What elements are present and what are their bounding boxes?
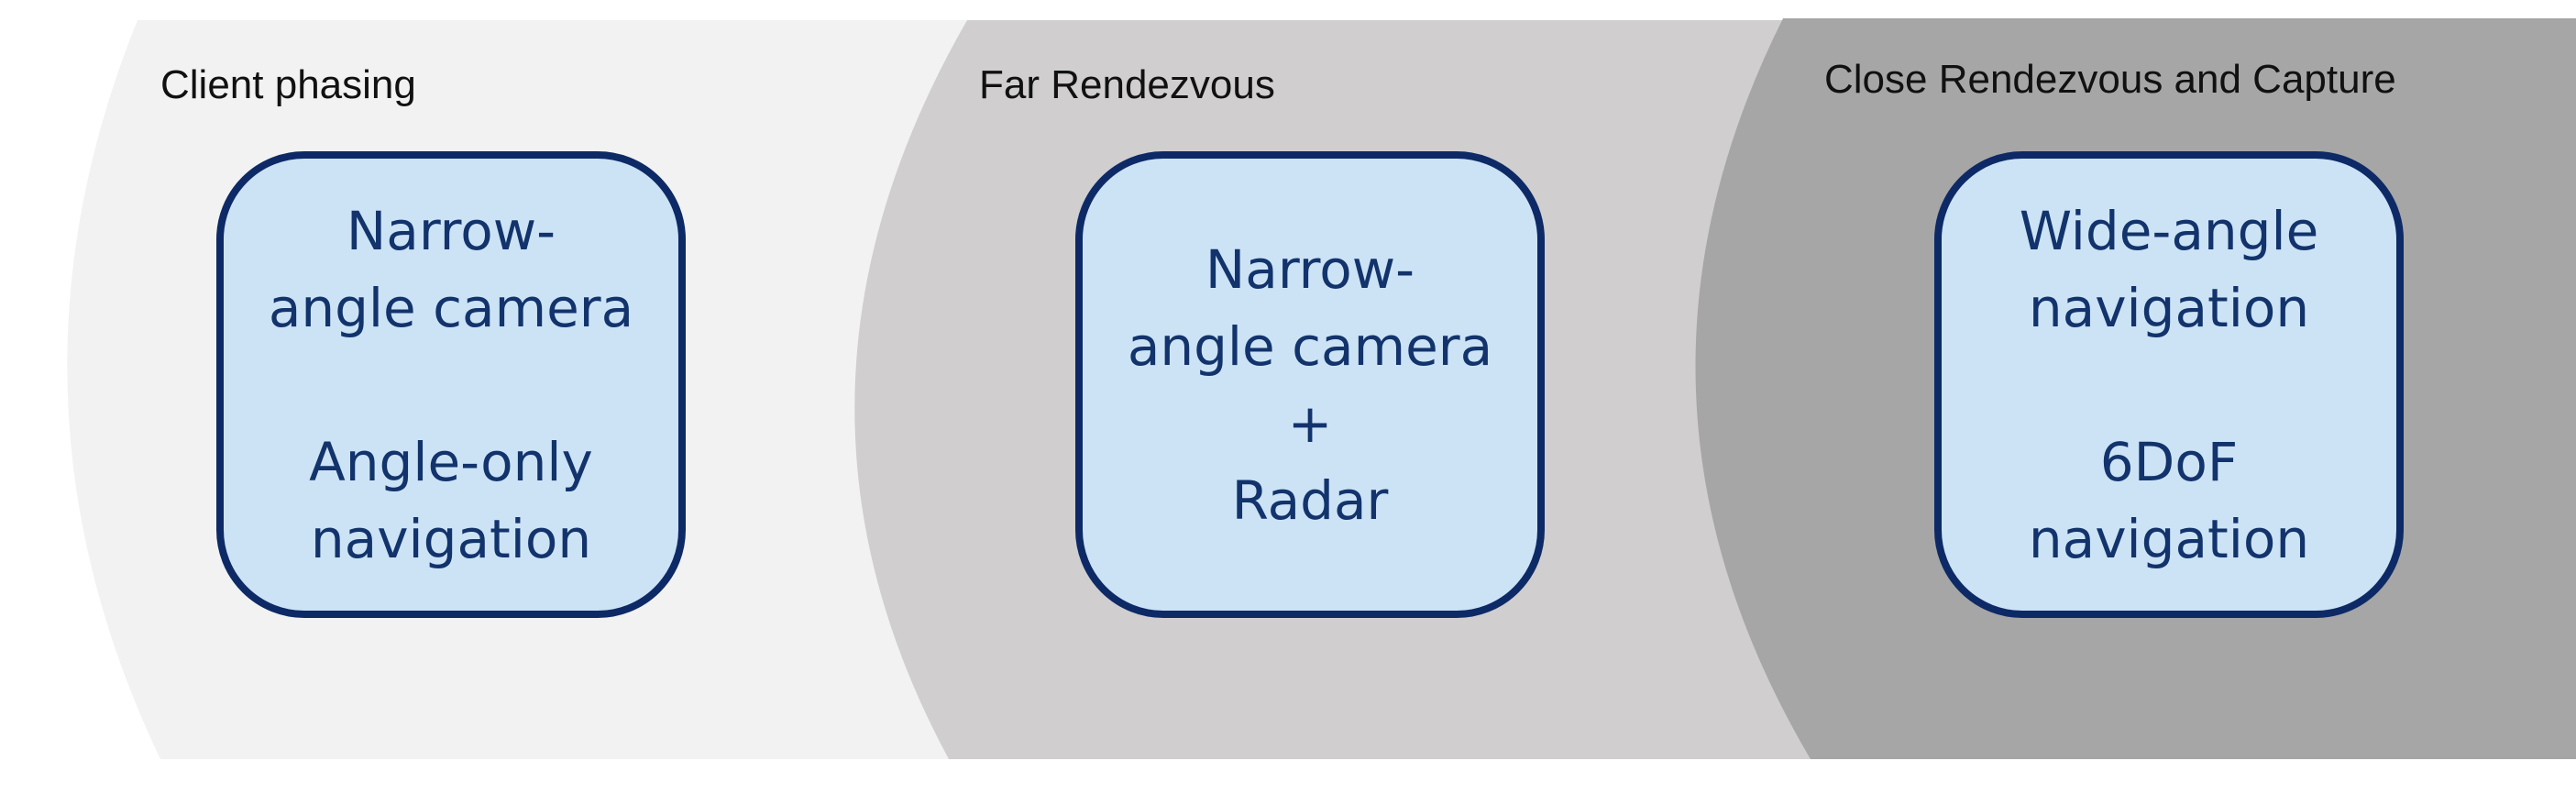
box-text-line: angle camera — [268, 276, 634, 339]
box-text-line: Angle-only — [309, 430, 593, 493]
box-text-line: Wide-angle — [2019, 199, 2319, 262]
box-text-line: Radar — [1231, 469, 1389, 532]
sensor-box-far-rendezvous: Narrow-angle camera + Radar — [1075, 151, 1545, 618]
box-text-line: navigation — [2028, 507, 2310, 570]
phase-label-far-rendezvous: Far Rendezvous — [979, 62, 1275, 107]
box-text-line: 6DoF — [2099, 430, 2239, 493]
sensor-box-close-rendezvous: Wide-angle navigation 6DoF navigation — [1934, 151, 2404, 618]
box-text-line: navigation — [2028, 276, 2310, 339]
box-text-line: Narrow- — [1205, 237, 1415, 301]
box-text-line: + — [1287, 391, 1333, 455]
box-text-line: angle camera — [1127, 314, 1493, 378]
phase-label-client-phasing: Client phasing — [160, 62, 416, 107]
phase-label-close-rendezvous: Close Rendezvous and Capture — [1824, 57, 2396, 102]
box-text-line: Narrow- — [346, 199, 556, 262]
box-text-line: navigation — [310, 507, 592, 570]
